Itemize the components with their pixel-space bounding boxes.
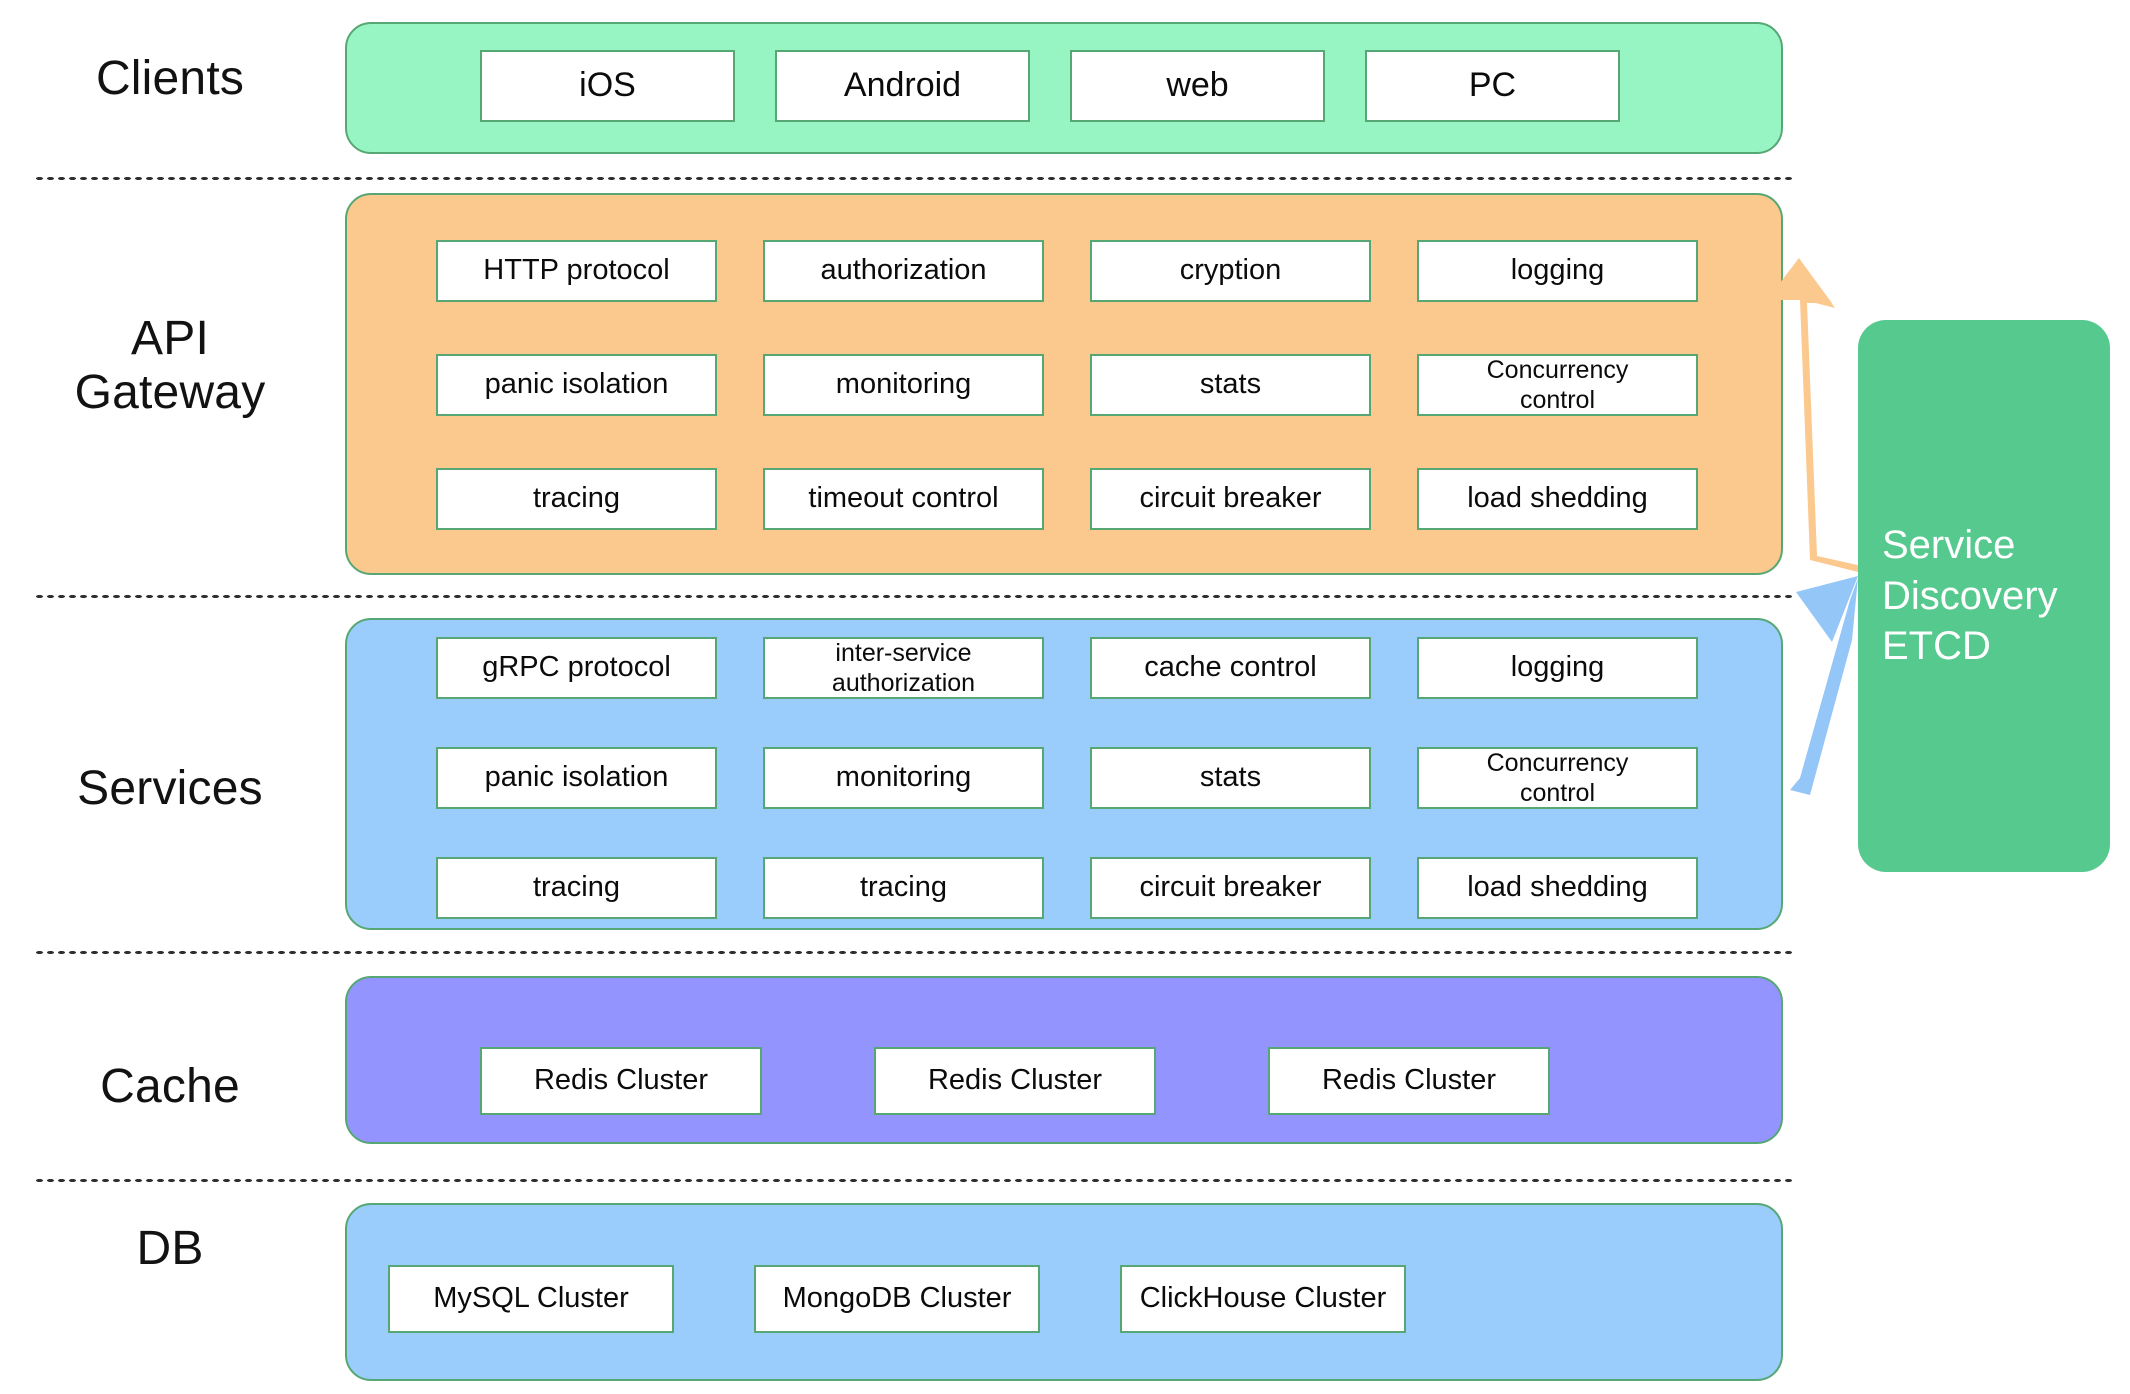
separator-cache-db — [34, 1178, 1794, 1183]
service-item-monitoring[interactable]: monitoring — [763, 747, 1044, 809]
client-item-android[interactable]: Android — [775, 50, 1030, 122]
row-label-db: DB — [136, 1222, 204, 1275]
clients-items: iOS Android web PC — [480, 50, 1620, 122]
api-gateway-items: HTTP protocol authorization cryption log… — [436, 240, 1698, 530]
cache-item-redis-cluster-3[interactable]: Redis Cluster — [1268, 1047, 1550, 1115]
service-item-stats[interactable]: stats — [1090, 747, 1371, 809]
gateway-item-authorization[interactable]: authorization — [763, 240, 1044, 302]
gateway-item-circuit-breaker[interactable]: circuit breaker — [1090, 468, 1371, 530]
db-item-mongodb-cluster[interactable]: MongoDB Cluster — [754, 1265, 1040, 1333]
service-item-cache-control[interactable]: cache control — [1090, 637, 1371, 699]
client-item-web[interactable]: web — [1070, 50, 1325, 122]
services-items: gRPC protocol inter-service authorizatio… — [436, 637, 1698, 919]
cache-item-redis-cluster-2[interactable]: Redis Cluster — [874, 1047, 1156, 1115]
service-item-tracing-1[interactable]: tracing — [436, 857, 717, 919]
row-label-clients: Clients — [95, 52, 245, 105]
client-item-ios[interactable]: iOS — [480, 50, 735, 122]
arrow-services-to-etcd — [1790, 578, 1858, 795]
service-item-circuit-breaker[interactable]: circuit breaker — [1090, 857, 1371, 919]
service-item-load-shedding[interactable]: load shedding — [1417, 857, 1698, 919]
gateway-item-load-shedding[interactable]: load shedding — [1417, 468, 1698, 530]
separator-clients-gateway — [34, 176, 1794, 181]
arrow-etcd-to-api-gateway — [1775, 260, 1862, 572]
gateway-item-concurrency-control[interactable]: Concurrency control — [1417, 354, 1698, 416]
row-label-cache: Cache — [100, 1060, 240, 1113]
gateway-item-panic-isolation[interactable]: panic isolation — [436, 354, 717, 416]
gateway-item-timeout-control[interactable]: timeout control — [763, 468, 1044, 530]
service-item-panic-isolation[interactable]: panic isolation — [436, 747, 717, 809]
service-item-grpc-protocol[interactable]: gRPC protocol — [436, 637, 717, 699]
cache-items: Redis Cluster Redis Cluster Redis Cluste… — [480, 1047, 1550, 1115]
cache-item-redis-cluster-1[interactable]: Redis Cluster — [480, 1047, 762, 1115]
separator-gateway-services — [34, 594, 1794, 599]
service-item-tracing-2[interactable]: tracing — [763, 857, 1044, 919]
service-item-logging[interactable]: logging — [1417, 637, 1698, 699]
row-label-services: Services — [77, 762, 263, 815]
client-item-pc[interactable]: PC — [1365, 50, 1620, 122]
gateway-item-logging[interactable]: logging — [1417, 240, 1698, 302]
service-item-concurrency-control[interactable]: Concurrency control — [1417, 747, 1698, 809]
service-discovery-etcd-box[interactable]: Service Discovery ETCD — [1858, 320, 2110, 872]
gateway-item-monitoring[interactable]: monitoring — [763, 354, 1044, 416]
row-label-api-gateway: API Gateway — [74, 312, 266, 419]
db-items: MySQL Cluster MongoDB Cluster ClickHouse… — [388, 1265, 1406, 1333]
separator-services-cache — [34, 950, 1794, 955]
service-item-inter-service-authorization[interactable]: inter-service authorization — [763, 637, 1044, 699]
gateway-item-stats[interactable]: stats — [1090, 354, 1371, 416]
gateway-item-cryption[interactable]: cryption — [1090, 240, 1371, 302]
gateway-item-tracing[interactable]: tracing — [436, 468, 717, 530]
db-item-mysql-cluster[interactable]: MySQL Cluster — [388, 1265, 674, 1333]
gateway-item-http-protocol[interactable]: HTTP protocol — [436, 240, 717, 302]
db-item-clickhouse-cluster[interactable]: ClickHouse Cluster — [1120, 1265, 1406, 1333]
arrow-services-to-etcd-head — [1796, 576, 1858, 642]
